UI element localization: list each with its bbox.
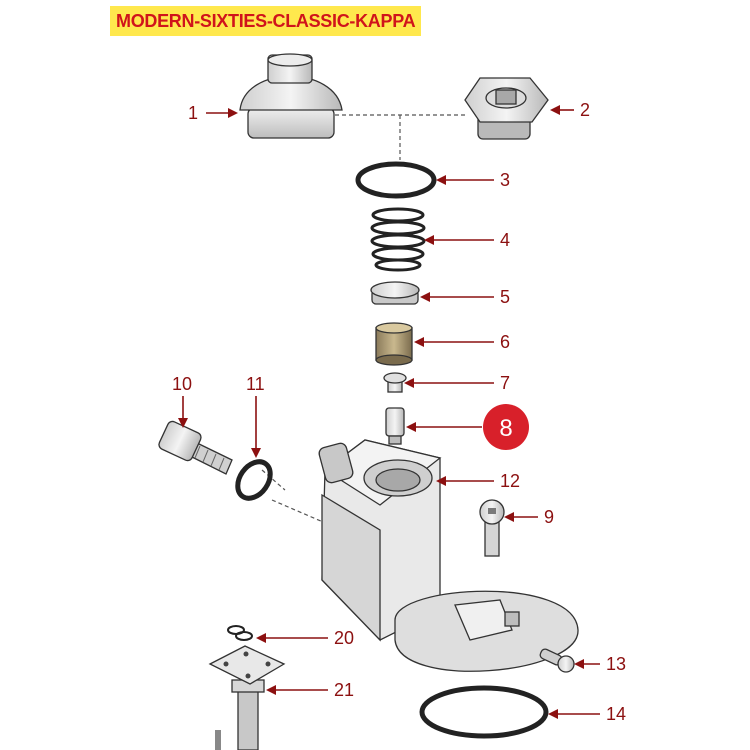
- callout-1: 1: [188, 103, 238, 123]
- part-8-valve-pin: [385, 407, 405, 445]
- callout-number: 12: [500, 471, 520, 491]
- callout-5: 5: [420, 287, 510, 307]
- callout-8-highlighted: 8: [406, 404, 529, 450]
- part-11-washer: [235, 459, 273, 501]
- part-12-group-body: [318, 439, 579, 672]
- callout-20: 20: [256, 628, 354, 648]
- assembly-guide-lines: [261, 114, 465, 526]
- callout-number: 10: [172, 374, 192, 394]
- callout-number: 1: [188, 103, 198, 123]
- callout-number: 20: [334, 628, 354, 648]
- callout-6: 6: [414, 332, 510, 352]
- callout-21: 21: [266, 680, 354, 700]
- callout-13: 13: [574, 654, 626, 674]
- highlight-badge: [483, 404, 529, 450]
- callout-number: 9: [544, 507, 554, 527]
- callout-number-highlighted: 8: [499, 415, 512, 442]
- part-14-large-o-ring: [419, 685, 549, 739]
- callout-11: 11: [246, 374, 265, 458]
- model-title-banner: MODERN-SIXTIES-CLASSIC-KAPPA: [110, 6, 422, 36]
- callout-number: 13: [606, 654, 626, 674]
- part-4-spring: [370, 207, 426, 272]
- callout-number: 4: [500, 230, 510, 250]
- callout-number: 5: [500, 287, 510, 307]
- callout-9: 9: [504, 507, 554, 527]
- part-2-hex-plug: [464, 77, 549, 140]
- callout-7: 7: [404, 373, 510, 393]
- part-20-clip: [227, 625, 253, 641]
- part-1-cap-nut: [239, 53, 343, 139]
- callout-number: 11: [246, 374, 265, 394]
- callout-14: 14: [548, 704, 626, 724]
- part-6-bushing: [375, 322, 413, 366]
- part-3-o-ring: [355, 161, 437, 199]
- part-5-spring-cup: [370, 281, 420, 305]
- callout-2: 2: [550, 100, 590, 120]
- callout-number: 21: [334, 680, 354, 700]
- callout-10: 10: [172, 374, 192, 428]
- callout-4: 4: [424, 230, 510, 250]
- part-9-screw: [479, 499, 505, 557]
- callout-number: 6: [500, 332, 510, 352]
- callout-12: 12: [436, 471, 520, 491]
- part-10-bolt: [158, 420, 233, 475]
- part-21-plate-stem: [208, 645, 286, 750]
- callout-number: 7: [500, 373, 510, 393]
- callout-number: 2: [580, 100, 590, 120]
- callout-3: 3: [436, 170, 510, 190]
- part-7-valve-head: [383, 372, 407, 393]
- callout-number: 14: [606, 704, 626, 724]
- callout-number: 3: [500, 170, 510, 190]
